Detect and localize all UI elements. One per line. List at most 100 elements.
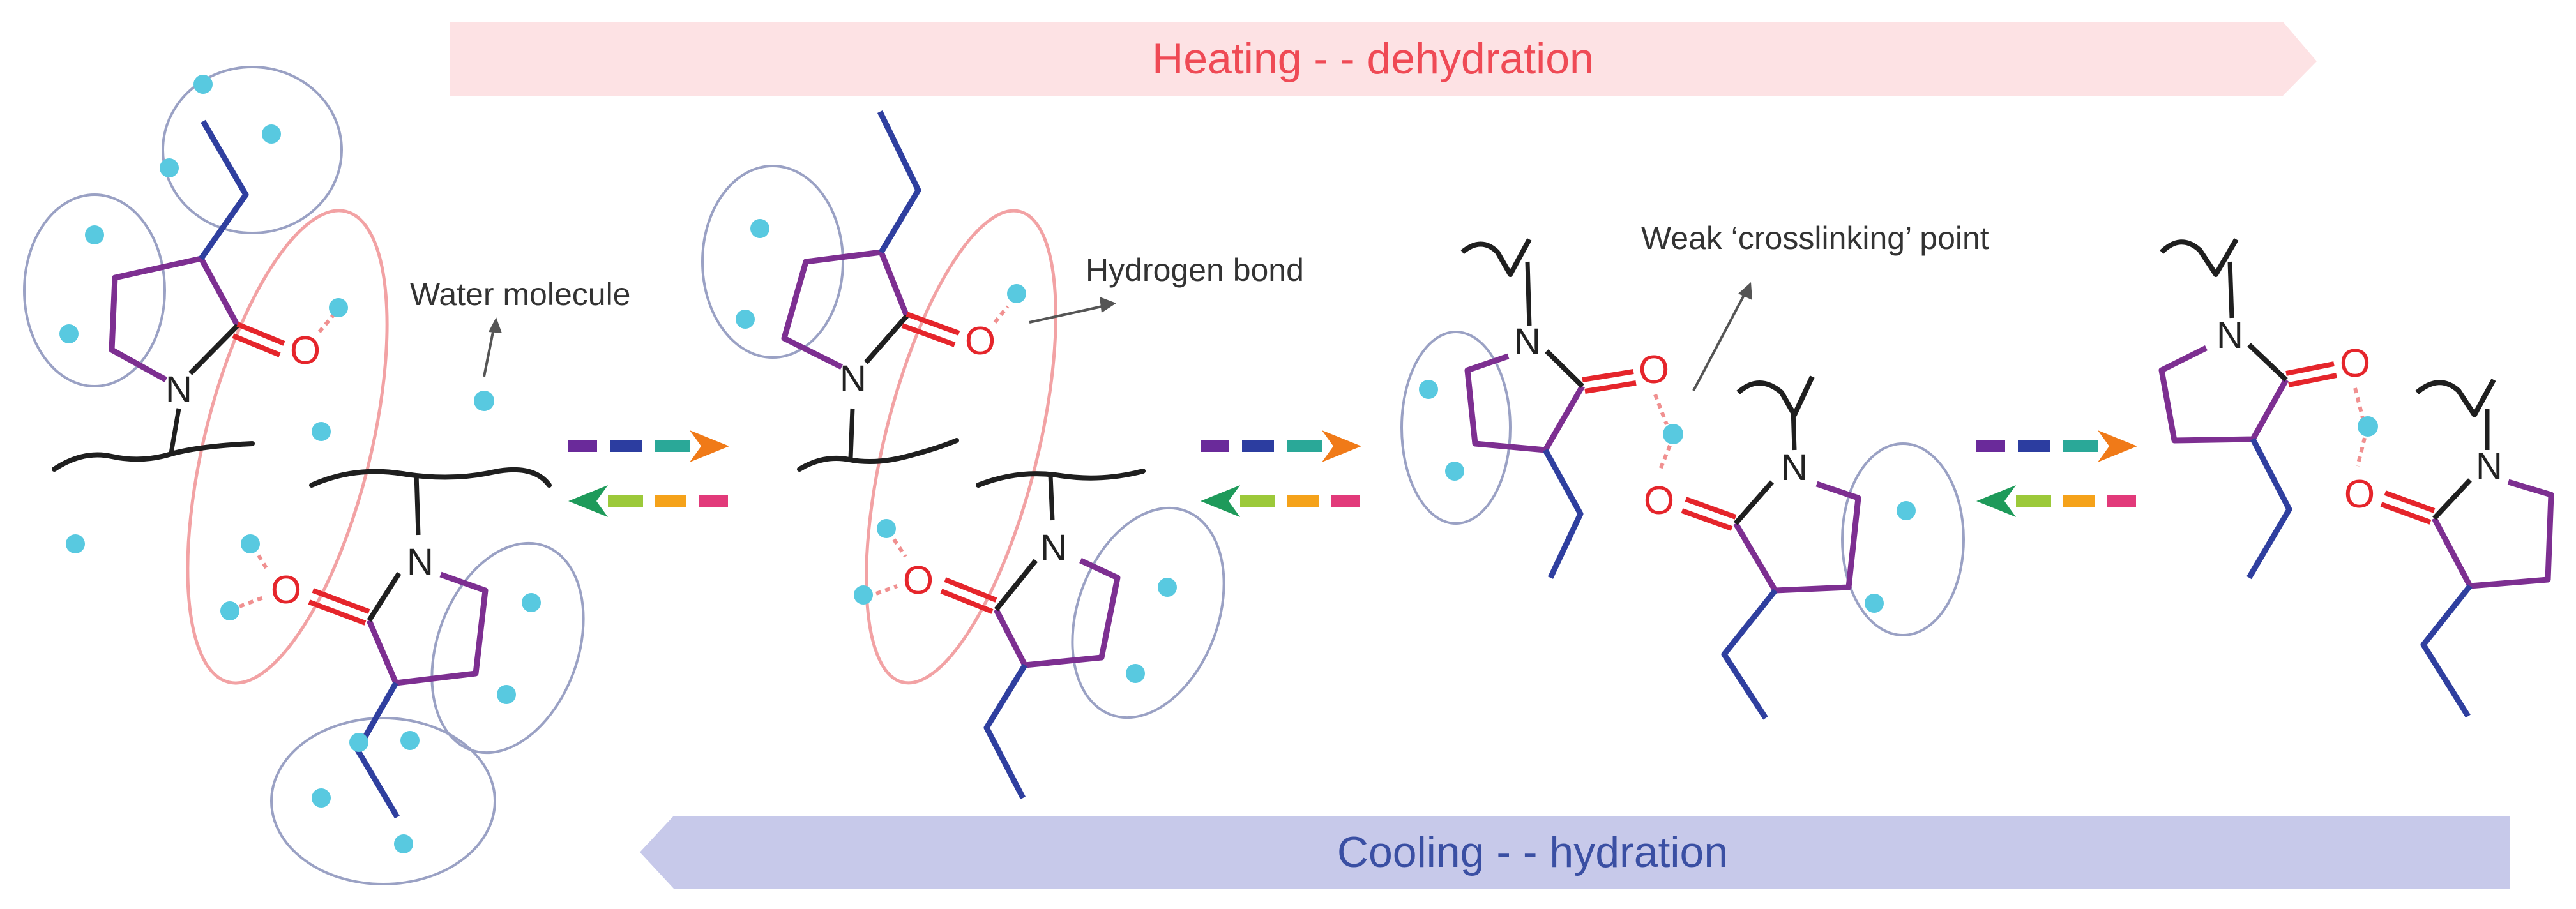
oxygen-atom: O <box>1639 348 1669 392</box>
crosslink-hydrogen-bond <box>1658 444 1672 470</box>
pyrrolidone-ring <box>2432 479 2554 589</box>
hydrogen-bond-shell <box>865 209 1057 685</box>
heating-banner-label: Heating - - dehydration <box>1152 34 1594 83</box>
backward-gradient-arrow-icon <box>1976 485 2136 517</box>
crosslinking-point-label: Weak ‘crosslinking’ point <box>1641 220 1989 256</box>
stage-3-crosslinking: N O N O Weak ‘crosslinking’ point <box>1400 220 1989 720</box>
hydration-shell <box>23 193 166 387</box>
heating-banner: Heating - - dehydration <box>450 22 2317 96</box>
ring-bond <box>1545 349 1584 388</box>
side-chain-stub <box>1460 238 1532 277</box>
backbone-bond <box>1525 261 1532 326</box>
oxygen-atom: O <box>903 559 934 603</box>
backbone-bond <box>848 408 855 459</box>
pyrrolidone-ring <box>1464 353 1585 453</box>
carbonyl-double-bond <box>236 322 285 346</box>
nitrogen-atom: N <box>2216 315 2243 356</box>
hydrogen-bond-label: Hydrogen bond <box>1086 252 1304 288</box>
carbonyl-double-bond <box>312 588 370 614</box>
hydrogen-bond <box>257 554 270 573</box>
hydration-shell <box>1841 442 1965 636</box>
hydrogen-bond <box>875 584 898 596</box>
nitrogen-atom: N <box>2476 446 2503 487</box>
water-molecule <box>312 422 331 441</box>
label-pointer <box>1692 290 1748 391</box>
water-molecule <box>193 75 213 94</box>
crosslink-hydrogen-bond <box>2353 387 2365 419</box>
pyrrolidone-ring <box>109 255 240 382</box>
hydrogen-bond <box>892 538 907 558</box>
water-molecule <box>66 534 85 553</box>
label-pointer-head <box>489 317 502 333</box>
ethyl-group <box>877 110 921 254</box>
carbonyl-double-bond <box>2288 373 2337 387</box>
ethyl-group <box>2246 437 2292 580</box>
bridging-water-molecule <box>1663 424 1683 444</box>
backbone-bond <box>1791 408 1797 451</box>
water-molecule <box>59 324 79 343</box>
hydration-shell <box>701 165 844 359</box>
ring-bond <box>367 571 402 622</box>
carbonyl-double-bond <box>901 323 956 347</box>
hydrogen-bond-shell <box>186 209 389 685</box>
stage-4-collapsed-chains: N O N O <box>2158 237 2554 718</box>
water-molecule <box>241 534 260 553</box>
nitrogen-atom: N <box>165 369 192 410</box>
oxygen-atom: O <box>1644 479 1674 523</box>
side-chain-stub <box>2415 379 2496 417</box>
arrow-pair-1 <box>568 430 729 517</box>
forward-gradient-arrow-icon <box>1201 430 1361 462</box>
bridging-water-molecule <box>2358 416 2378 437</box>
ring-bond <box>863 314 909 364</box>
oxygen-atom: O <box>965 319 996 363</box>
carbonyl-double-bond <box>2285 361 2335 376</box>
label-pointer <box>1029 304 1109 324</box>
carbonyl-double-bond <box>1685 497 1737 520</box>
water-molecule <box>262 124 281 144</box>
backward-gradient-arrow-icon <box>1201 485 1360 517</box>
hydrogen-bond <box>317 312 337 333</box>
water-molecules <box>1419 380 1916 613</box>
ring-bond <box>2432 478 2472 520</box>
pyrrolidone-ring <box>366 571 489 686</box>
cooling-banner-label: Cooling - - hydration <box>1337 828 1728 876</box>
cooling-banner: Cooling - - hydration <box>640 816 2510 889</box>
nitrogen-atom: N <box>407 541 434 583</box>
water-molecule <box>736 310 755 329</box>
oxygen-atom: O <box>2340 342 2370 386</box>
label-pointer-head <box>1100 297 1116 313</box>
hydration-shell <box>430 541 585 755</box>
carbonyl-double-bond <box>940 589 994 614</box>
ring-bond <box>2247 343 2288 382</box>
pyrrolidone-ring <box>1733 481 1861 594</box>
carbonyl-double-bond <box>308 599 367 626</box>
water-molecule <box>394 834 413 853</box>
backbone-bond <box>414 473 421 536</box>
ring-bond <box>188 324 239 375</box>
carbonyl-double-bond <box>1582 369 1634 382</box>
carbonyl-double-bond <box>232 333 281 357</box>
carbonyl-double-bond <box>905 312 960 336</box>
oxygen-atom: O <box>2344 472 2375 516</box>
polymer-backbone <box>797 438 959 472</box>
arrow-pair-2 <box>1201 430 1361 517</box>
hydration-shell <box>1400 331 1512 525</box>
water-molecule <box>160 158 179 177</box>
water-molecule <box>349 733 368 752</box>
water-molecule <box>497 685 516 704</box>
nitrogen-atom: N <box>1781 447 1808 488</box>
water-molecule-label: Water molecule <box>410 276 630 312</box>
water-molecule <box>329 298 348 317</box>
ethyl-group <box>983 663 1027 800</box>
water-molecule <box>854 585 873 605</box>
water-molecule <box>1158 578 1177 597</box>
oxygen-atom: O <box>290 329 321 373</box>
pyrrolidone-ring <box>994 557 1121 668</box>
water-molecules <box>736 219 1177 683</box>
polymer-backbone <box>976 469 1146 488</box>
heating-banner-shape <box>450 22 2317 96</box>
hydrogen-bond <box>238 595 266 608</box>
backbone-bond <box>169 408 181 454</box>
label-pointer-head <box>1738 282 1752 300</box>
